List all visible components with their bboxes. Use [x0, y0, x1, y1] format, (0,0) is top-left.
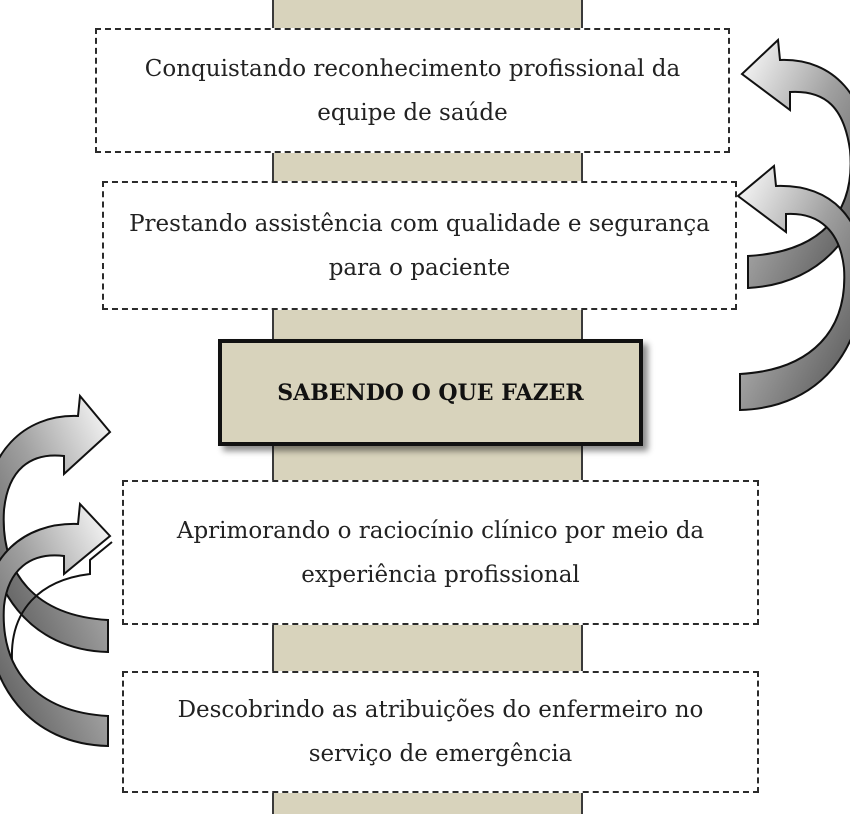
spine-segment-4 [272, 624, 583, 672]
lower-box-clinical-reasoning-text: Aprimorando o raciocínio clínico por mei… [176, 517, 705, 588]
right-curved-arrow-upper-icon [740, 37, 850, 290]
center-box: SABENDO O QUE FAZER [218, 339, 643, 446]
spine-segment-1 [272, 150, 583, 184]
upper-box-quality-care: Prestando assistência com qualidade e se… [102, 181, 737, 310]
spine-bottom [272, 792, 583, 814]
center-box-label: SABENDO O QUE FAZER [277, 379, 584, 406]
lower-box-nurse-duties-text: Descobrindo as atribuições do enfermeiro… [177, 697, 704, 767]
right-curved-arrow-lower-icon [736, 164, 850, 412]
lower-box-nurse-duties: Descobrindo as atribuições do enfermeiro… [122, 671, 759, 793]
left-curved-arrow-middle-icon [0, 501, 112, 748]
spine-segment-2 [272, 308, 583, 342]
lower-box-clinical-reasoning: Aprimorando o raciocínio clínico por mei… [122, 480, 759, 625]
upper-box-recognition-text: Conquistando reconhecimento profissional… [144, 55, 681, 126]
spine-segment-3 [272, 444, 583, 482]
spine-top [272, 0, 583, 30]
upper-box-recognition: Conquistando reconhecimento profissional… [95, 28, 730, 153]
upper-box-quality-care-text: Prestando assistência com qualidade e se… [129, 210, 710, 281]
left-curved-arrow-thin-icon [10, 541, 113, 661]
